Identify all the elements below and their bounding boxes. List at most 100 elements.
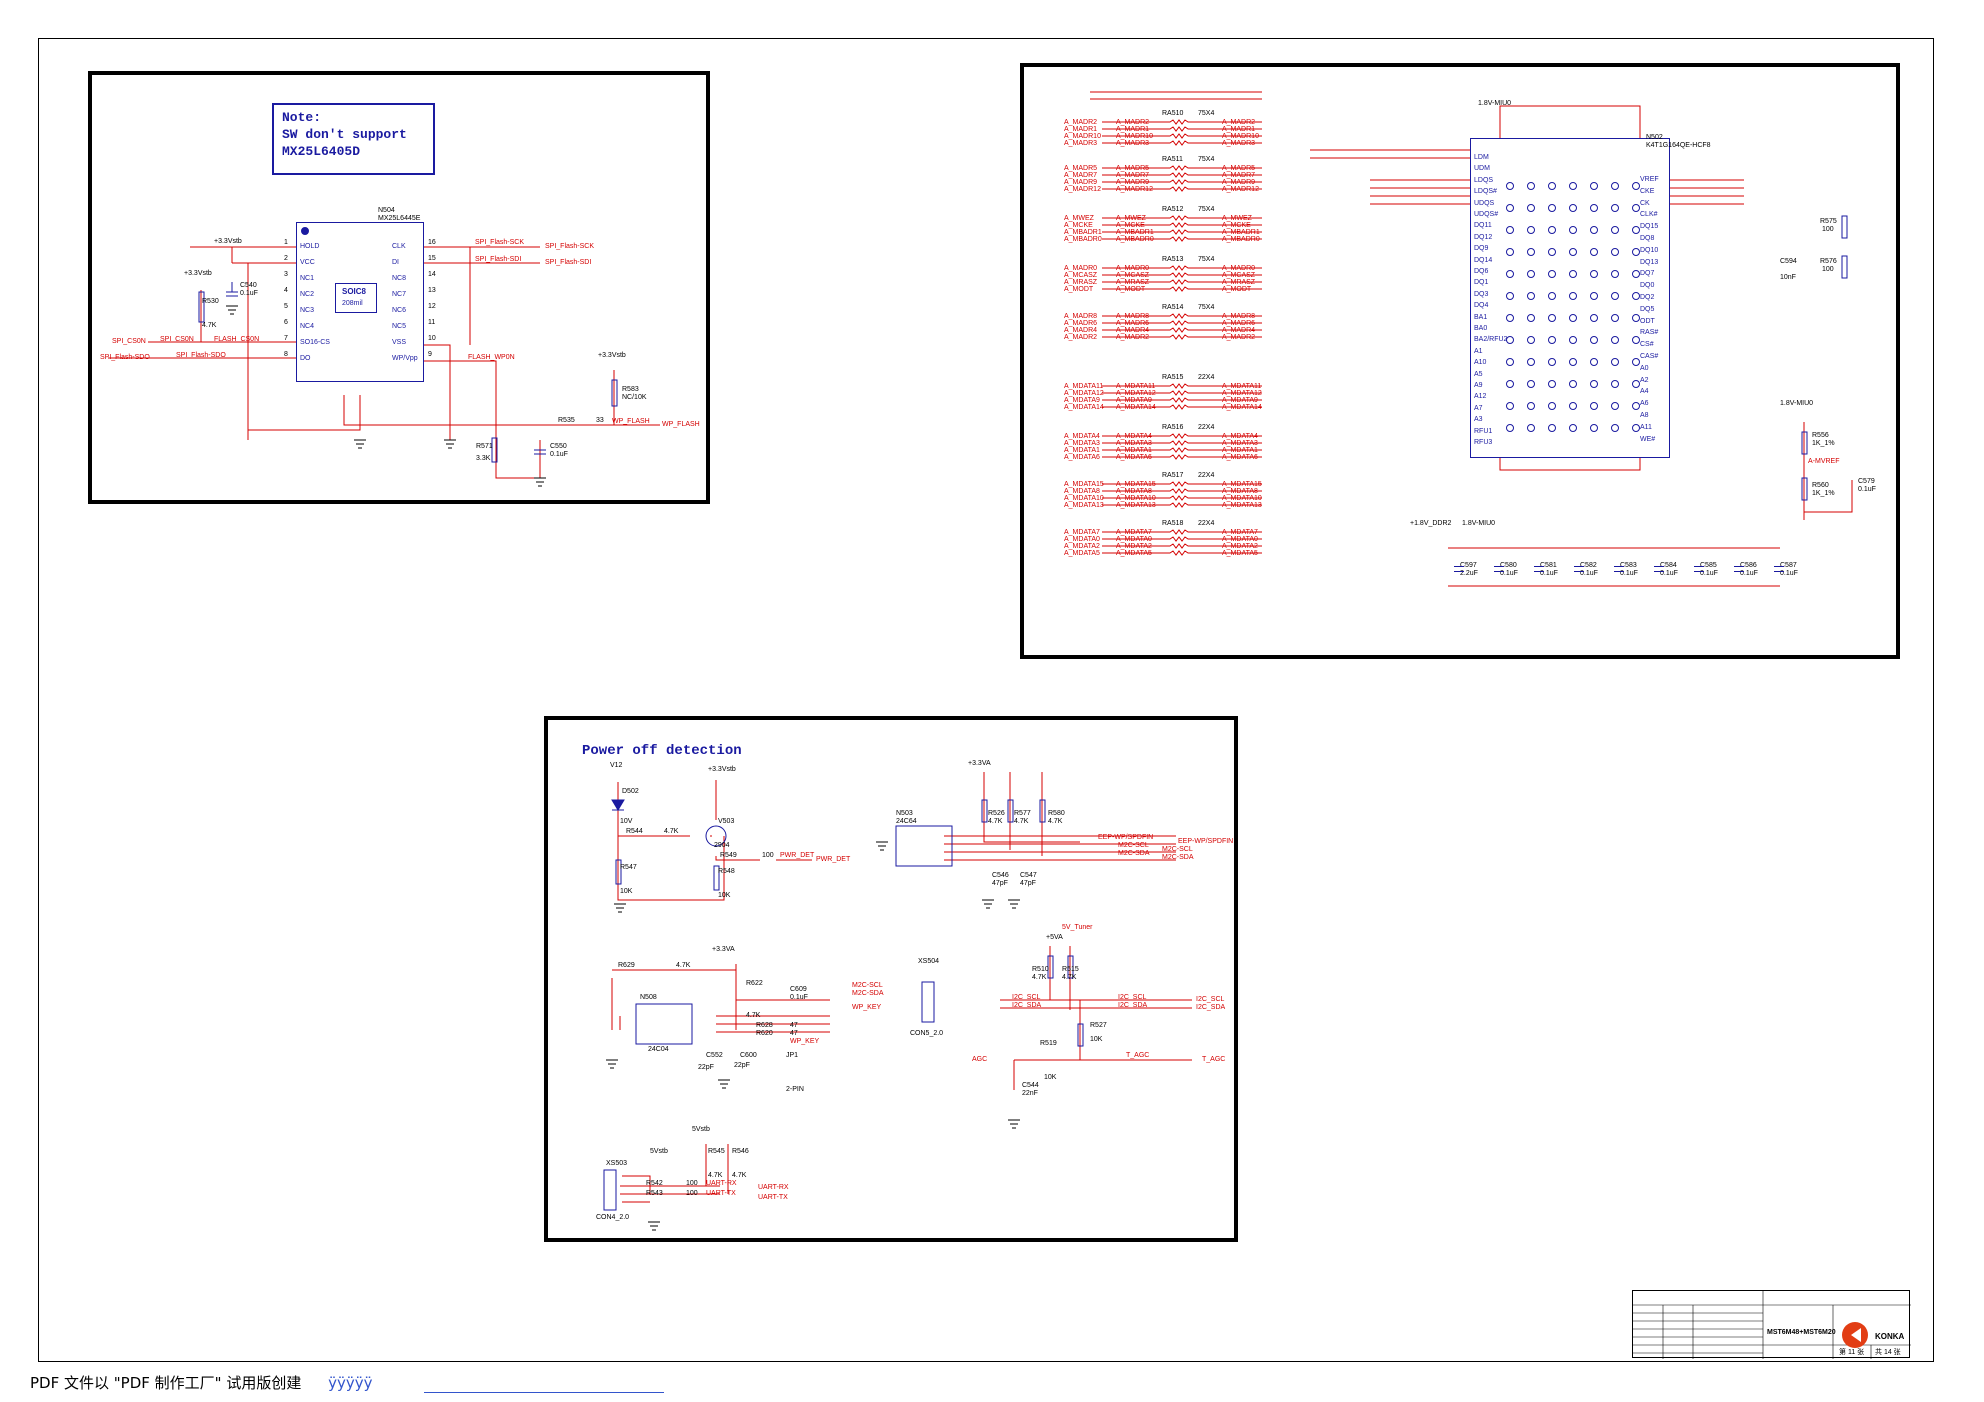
r527-ref: R527 (1090, 1022, 1107, 1029)
r535-ref: R535 (558, 417, 575, 424)
ddr-cap-ref: C580 (1500, 562, 1517, 569)
ddr-ball (1548, 336, 1556, 344)
rpack-net-mid: A_MADR4 (1116, 327, 1150, 334)
r530-val: 4.7K (202, 322, 217, 329)
rpack-net-left: A_MODT (1064, 286, 1094, 293)
rpack-net-right: A_MADR8 (1222, 313, 1256, 320)
port-sdi: SPI_Flash-SDI (545, 259, 592, 266)
rpack-net-left: A_MADR7 (1064, 172, 1098, 179)
flash-pin-num: 14 (428, 271, 436, 278)
ddr-cap-ref: C585 (1700, 562, 1717, 569)
rpack-net-mid: A_MBADR1 (1116, 229, 1154, 236)
rpack-net-mid: A_MDATA6 (1116, 454, 1152, 461)
rpack-wire (1102, 495, 1262, 501)
ddr-pin-ba1: BA1 (1474, 313, 1488, 321)
ddr-supply: 1.8V-MIU0 (1478, 100, 1512, 107)
rpack-wire (1102, 236, 1262, 242)
net-m2c-sda: M2C-SDA (1118, 850, 1150, 857)
c579-val: 0.1uF (1858, 486, 1876, 493)
capacitor-symbol (1614, 566, 1624, 572)
c609-ref: C609 (790, 986, 807, 993)
rpack-net-mid: A_MADR8 (1116, 313, 1150, 320)
net-eep: EEP-WP/SPDFIN (1098, 834, 1154, 841)
capacitor-symbol (1494, 566, 1504, 572)
flash-pin-wp-vpp: WP/Vpp (392, 355, 418, 362)
r545-val: 4.7K (708, 1172, 723, 1179)
d502-val: 10V (620, 818, 633, 825)
ddr-ball (1632, 270, 1640, 278)
ddr-cap-val: 2.2uF (1460, 570, 1478, 577)
rpack-net-left: A_MBADR0 (1064, 236, 1102, 243)
port-wp: WP_FLASH (662, 421, 700, 428)
rpack-wire (1102, 440, 1262, 446)
footer-link[interactable]: ÿÿÿÿÿ (328, 1374, 373, 1392)
ddr-pin-cke: CKE (1640, 187, 1655, 195)
r510-ref: R510 (1032, 966, 1049, 973)
rpack-net-right: A_MODT (1222, 286, 1252, 293)
rpack-ref: RA513 (1162, 256, 1184, 263)
rpack-net-mid: A_MADR6 (1116, 320, 1150, 327)
ddr-ball (1632, 292, 1640, 300)
ddr-ball (1611, 358, 1619, 366)
rpack-wire (1102, 265, 1262, 271)
rpack-net-left: A_MADR12 (1064, 186, 1101, 193)
rpack-net-right: A_MADR4 (1222, 327, 1256, 334)
rpack-val: 22X4 (1198, 520, 1215, 527)
port-sck: SPI_Flash-SCK (545, 243, 595, 250)
c600-val: 22pF (734, 1062, 750, 1069)
rpack-wire (1102, 543, 1262, 549)
ddr-ball (1590, 336, 1598, 344)
rpack-wire (1102, 481, 1262, 487)
flash-pin-num: 7 (284, 335, 288, 342)
rpack-net-mid: A_MRASZ (1116, 279, 1150, 286)
ddr-ball (1506, 248, 1514, 256)
r543-val: 100 (686, 1190, 698, 1197)
ddr-ball (1569, 336, 1577, 344)
rpack-net-right: A_MDATA0 (1222, 536, 1258, 543)
ddr-pin-a7: A7 (1474, 404, 1483, 412)
c550-val: 0.1uF (550, 451, 568, 458)
supply-5vstb: 5Vstb (692, 1126, 710, 1133)
d502-ref: D502 (622, 788, 639, 795)
ddr-ball (1548, 292, 1556, 300)
rpack-net-mid: A_MWEZ (1116, 215, 1146, 222)
ddr-ball (1527, 336, 1535, 344)
ddr-ball (1611, 248, 1619, 256)
ddr-ball (1527, 358, 1535, 366)
flash-pin-num: 5 (284, 303, 288, 310)
rpack-net-left: A_MDATA15 (1064, 481, 1104, 488)
rpack-net-left: A_MCASZ (1064, 272, 1098, 279)
rpack-net-mid: A_MDATA13 (1116, 502, 1156, 509)
ddr-pin-a12: A12 (1474, 393, 1487, 401)
ddr-pin-dq15: DQ15 (1640, 223, 1659, 231)
c609-val: 0.1uF (790, 994, 808, 1001)
ddr-pin-dq9: DQ9 (1474, 245, 1489, 253)
c546-val: 47pF (992, 880, 1008, 887)
ddr-ball (1569, 204, 1577, 212)
ddr-pin-dq3: DQ3 (1474, 290, 1489, 298)
r622-ref: R622 (746, 980, 763, 987)
rpack-net-mid: A_MCASZ (1116, 272, 1150, 279)
net-i2c-scl: I2C_SCL (1012, 994, 1041, 1001)
r577-ref: R577 (1014, 810, 1031, 817)
r622-val: 4.7K (746, 1012, 761, 1019)
r542-ref: R542 (646, 1180, 663, 1187)
rpack-net-right: A_MDATA9 (1222, 397, 1258, 404)
rpack-wire (1102, 126, 1262, 132)
net-wp-key2: WP_KEY (790, 1038, 820, 1045)
ddr-ball (1506, 182, 1514, 190)
ddr-cap-val: 0.1uF (1620, 570, 1638, 577)
net-i2c-sda-r: I2C_SDA (1118, 1002, 1148, 1009)
supply-n508: +3.3VA (712, 946, 735, 953)
c546-ref: C546 (992, 872, 1009, 879)
ddr-ball (1527, 182, 1535, 190)
net-i2c-sda: I2C_SDA (1012, 1002, 1042, 1009)
rpack-net-right: A_MBADR0 (1222, 236, 1260, 243)
rpack-net-right: A_MADR1 (1222, 126, 1256, 133)
ddr-ball (1590, 402, 1598, 410)
ddr-pin-udm: UDM (1474, 165, 1490, 173)
ddr-ball (1632, 314, 1640, 322)
capacitor-symbol (1454, 566, 1464, 572)
flash-pin-num: 6 (284, 319, 288, 326)
ddr-ball (1527, 204, 1535, 212)
